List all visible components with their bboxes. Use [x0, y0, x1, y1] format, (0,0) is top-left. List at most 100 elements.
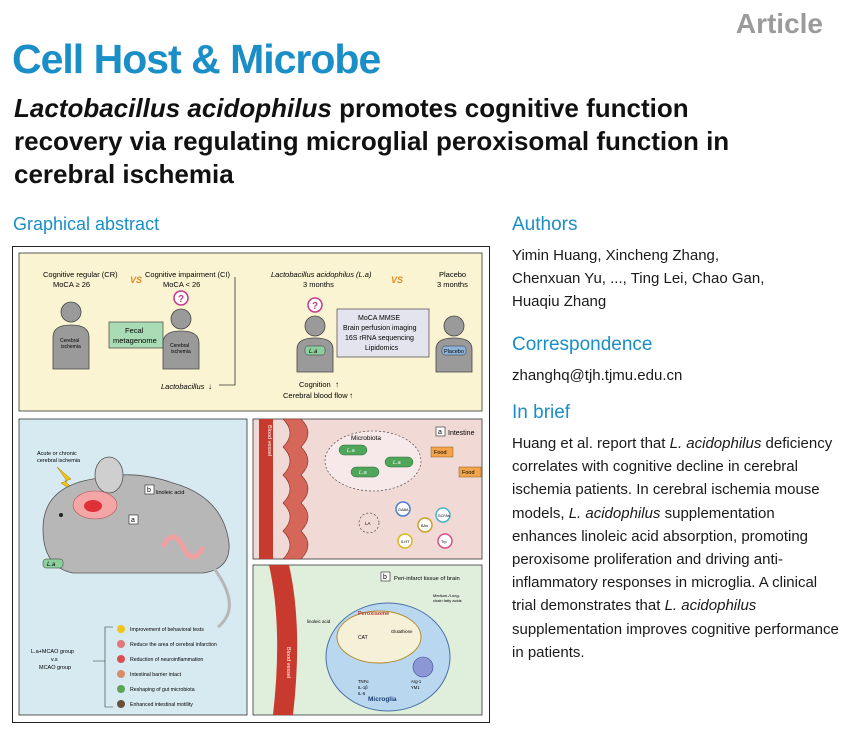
- outcome-icon-4: [117, 670, 125, 678]
- cr-badge-line1: Cerebral: [60, 338, 79, 344]
- in-brief-section: In brief Huang et al. report that L. aci…: [512, 402, 842, 664]
- placebo-label: Placebo: [439, 270, 466, 279]
- microbiota-label: Microbiota: [351, 435, 381, 442]
- nucleus: [412, 656, 434, 678]
- metabolite-scfas-label: SCFAs: [438, 514, 450, 518]
- la-bacterium-2-label: L.a: [393, 460, 401, 466]
- cr-moca: MoCA ≥ 26: [53, 280, 90, 289]
- metabolite-la-label: LA: [365, 521, 371, 526]
- up-arrow-1: ↑: [335, 380, 339, 389]
- test-3: 16S rRNA sequencing: [345, 335, 414, 342]
- glutathione-label: Glutathione: [391, 629, 413, 634]
- article-tag: Article: [735, 8, 823, 39]
- brain-vessel: [269, 565, 298, 715]
- ym1-label: YM1: [411, 685, 420, 690]
- authors-list[interactable]: Yimin Huang, Xincheng Zhang, Chenxuan Yu…: [512, 244, 842, 314]
- la-group-label: Lactobacillus acidophilus (L.a): [271, 270, 372, 279]
- intestine-label-box: [435, 426, 446, 437]
- in-brief-heading: In brief: [512, 402, 571, 423]
- brain-vessel-label: Blood vessel: [285, 647, 291, 678]
- authors-line-2: Chenxuan Yu, ..., Ting Lei, Chao Gan,: [512, 270, 765, 288]
- food-tag-1-label: Food: [434, 450, 447, 456]
- graphical-abstract-heading: Graphical abstract: [13, 214, 160, 234]
- authors-section: Authors Yimin Huang, Xincheng Zhang, Che…: [512, 214, 842, 314]
- brief-i3: L. acidophilus: [664, 597, 757, 615]
- brief-t4: supplementation improves cognitive perfo…: [512, 620, 839, 661]
- outcome-4: Intestinal barrier intact: [130, 672, 182, 678]
- metabolite-gaba-label: GABA: [398, 508, 409, 512]
- metabolite-trp: [437, 533, 453, 549]
- lactobacillus-label: Lactobacillus: [161, 382, 205, 391]
- ci-label: Cognitive impairment (CI): [145, 270, 231, 279]
- correspondence-email[interactable]: zhanghq@tjh.tjmu.edu.cn: [512, 367, 683, 384]
- metabolite-5ht: [397, 533, 413, 549]
- cat-label: CAT: [358, 635, 368, 641]
- outcome-6: Enhanced intestinal motility: [130, 702, 193, 708]
- group-line3: MCAO group: [39, 665, 71, 671]
- il1b-label: IL-1β: [358, 685, 368, 690]
- stroke-line2: cerebral ischemia: [37, 458, 81, 464]
- question-mark-ci: ?: [178, 294, 184, 305]
- la-bacterium-3: [350, 466, 380, 478]
- outcome-icon-5: [117, 685, 125, 693]
- la-bacterium-1: [338, 444, 368, 456]
- la-badge-left-box: [42, 558, 64, 569]
- graphical-abstract-svg: Cognitive regular (CR) MoCA ≥ 26 VS Cogn…: [18, 252, 483, 716]
- article-title: Lactobacillus acidophilus promotes cogni…: [14, 92, 754, 191]
- outcome-list: Improvement of behavioral tests Reduce t…: [117, 625, 217, 708]
- label-a: a: [131, 517, 135, 524]
- outcome-2: Reduce the area of cerebral infarction: [130, 642, 217, 648]
- down-arrow-1: ↓: [208, 382, 212, 391]
- fatty-line1: Medium-/Long-: [433, 593, 461, 598]
- authors-line-3: Huaqiu Zhang: [512, 293, 607, 311]
- person-placebo-icon: Placebo: [435, 315, 473, 373]
- brief-t1: Huang et al. report that: [512, 435, 670, 452]
- correspondence-section: Correspondence zhanghq@tjh.tjmu.edu.cn: [512, 334, 842, 387]
- brain-title: Peri-infarct tissue of brain: [394, 576, 460, 582]
- intestine-vessel-label: Blood vessel: [266, 425, 272, 456]
- tnf-label: TNFα: [358, 679, 369, 684]
- cr-label: Cognitive regular (CR): [43, 270, 118, 279]
- microglia-label: Microglia: [368, 696, 397, 703]
- question-mark-la: ?: [312, 301, 318, 312]
- person-cr-icon: Cerebral ischemia: [52, 301, 90, 370]
- la-bacterium-1-label: L.a: [347, 448, 355, 454]
- brief-t3: supplementation enhances linoleic acid a…: [512, 504, 818, 615]
- test-4: Lipidomics: [365, 345, 399, 352]
- la-bacterium-2: [384, 456, 414, 468]
- la-bacterium-3-label: L.a: [359, 470, 367, 476]
- stroke-line1: Acute or chronic: [37, 451, 77, 457]
- vs-top-1: VS: [130, 275, 142, 285]
- metabolite-trp-label: Trp: [441, 540, 447, 544]
- outcome-icon-3: [117, 655, 125, 663]
- placebo-person-badge: Placebo: [444, 349, 464, 355]
- test-2: Brain perfusion imaging: [343, 325, 417, 332]
- il6-label: IL-6: [358, 691, 366, 696]
- label-b-box: [144, 484, 155, 495]
- brief-i1: L. acidophilus: [669, 435, 762, 452]
- intestine-vessel: [259, 419, 273, 559]
- cr-badge-line2: ischemia: [61, 344, 81, 350]
- metabolite-gaba: [395, 501, 411, 517]
- la-person-badge: L.a: [309, 349, 318, 355]
- graphical-abstract-figure: Cognitive regular (CR) MoCA ≥ 26 VS Cogn…: [12, 246, 490, 723]
- peroxisome-label: Peroxisome: [358, 611, 389, 617]
- fecal-box: [108, 321, 164, 349]
- food-tag-2-label: Food: [462, 470, 475, 476]
- person-ci-icon: ? Cerebral ischemia: [162, 290, 200, 370]
- journal-name[interactable]: Cell Host & Microbe: [12, 36, 381, 82]
- metabolite-bas: [417, 517, 433, 533]
- fecal-line1: Fecal: [125, 326, 144, 335]
- food-tag-1: [430, 446, 454, 458]
- metabolite-bas-label: BAs: [421, 524, 428, 528]
- authors-line-1: Yimin Huang, Xincheng Zhang,: [512, 247, 720, 264]
- metabolite-scfas: [435, 507, 451, 523]
- brief-i2: L. acidophilus: [568, 504, 661, 522]
- fatty-line2: chain fatty acids: [433, 598, 462, 603]
- title-italic-species: Lactobacillus acidophilus: [14, 93, 332, 123]
- ci-badge-line1: Cerebral: [170, 343, 189, 349]
- metabolite-5ht-label: 5-HT: [401, 540, 410, 544]
- outcome-icon-6: [117, 700, 125, 708]
- intestine-wall: [282, 418, 309, 560]
- label-a-box: [128, 514, 139, 525]
